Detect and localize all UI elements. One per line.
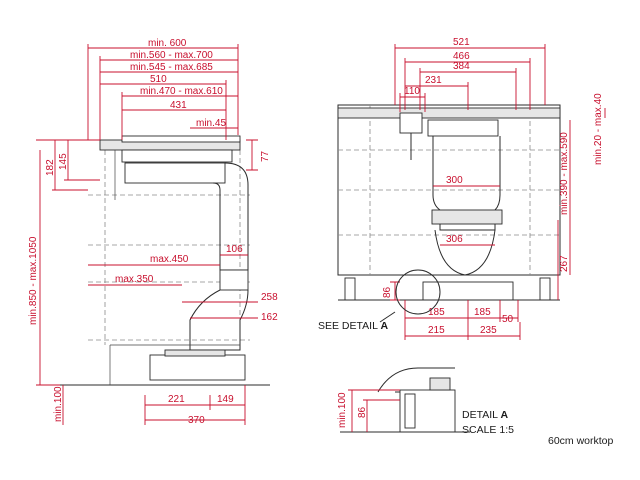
dim-20-40: min.20 - max.40 (593, 93, 604, 165)
dim-min-600: min. 600 (148, 38, 187, 49)
dim-370: 370 (188, 415, 205, 426)
detail-dim-86: 86 (357, 406, 368, 418)
hob-body (121, 149, 233, 163)
dim-162: 162 (261, 312, 278, 323)
detail-a: min.100 86 DETAIL A SCALE 1:5 (337, 367, 514, 436)
dim-77: 77 (260, 150, 271, 162)
dim-max-350: max.350 (115, 274, 154, 285)
horizontal-duct (124, 162, 226, 184)
fan-outlet (164, 349, 226, 357)
dim-560-700: min.560 - max.700 (130, 50, 213, 61)
dim-850-1050: min.850 - max.1050 (28, 236, 39, 325)
see-detail-label: SEE DETAIL A (318, 320, 388, 332)
see-detail-text: SEE DETAIL (318, 320, 378, 332)
dim-50: 50 (502, 314, 514, 325)
dim-300: 300 (446, 175, 463, 186)
dim-384: 384 (453, 61, 470, 72)
plinth-fan-unit (149, 354, 246, 381)
dim-110: 110 (404, 86, 420, 97)
dim-470-610: min.470 - max.610 (140, 86, 223, 97)
dim-510: 510 (150, 74, 167, 85)
dim-231: 231 (425, 75, 442, 86)
see-detail-letter: A (380, 320, 388, 332)
detail-callout-circle (395, 269, 441, 315)
foot-right (539, 277, 551, 301)
dim-221: 221 (168, 394, 185, 405)
dim-258: 258 (261, 292, 278, 303)
dim-267: 267 (559, 255, 570, 272)
detail-title: DETAIL A (462, 409, 509, 421)
dim-182: 182 (45, 159, 56, 176)
dim-min-100: min.100 (53, 386, 64, 422)
dim-145: 145 (58, 153, 69, 170)
detail-grille (404, 393, 416, 429)
front-plinth-unit (422, 281, 514, 301)
detail-scale: SCALE 1:5 (462, 424, 514, 436)
dim-min-45: min.45 (196, 118, 226, 129)
dim-max-450: max.450 (150, 254, 189, 265)
dim-149: 149 (217, 394, 234, 405)
caption-worktop: 60cm worktop (548, 435, 614, 447)
foot-left (344, 277, 356, 301)
dim-185-b: 185 (474, 307, 491, 318)
dim-545-685: min.545 - max.685 (130, 62, 213, 73)
dim-86: 86 (382, 286, 393, 298)
dim-306: 306 (446, 234, 463, 245)
hob-glass (121, 135, 241, 143)
dim-185-a: 185 (428, 307, 445, 318)
knob-unit (399, 112, 423, 134)
worktop-front (337, 107, 561, 119)
dim-235: 235 (480, 325, 497, 336)
dim-466: 466 (453, 51, 470, 62)
dim-390-590: min.390 - max.590 (559, 132, 570, 215)
detail-title-letter: A (501, 409, 509, 421)
dim-431: 431 (170, 100, 187, 111)
duct-filter (431, 209, 503, 225)
dim-215: 215 (428, 325, 445, 336)
dim-106: 106 (226, 244, 243, 255)
duct-joint (219, 269, 249, 291)
detail-title-text: DETAIL (462, 409, 498, 421)
hob-top-plate (427, 119, 499, 137)
detail-top-block (429, 377, 451, 391)
left-view: min. 600 min.560 - max.700 min.545 - max… (28, 38, 278, 426)
detail-dim-min-100: min.100 (337, 392, 348, 428)
right-view: 521 466 384 231 110 300 306 min.20 - max… (318, 37, 606, 340)
dim-521: 521 (453, 37, 470, 48)
